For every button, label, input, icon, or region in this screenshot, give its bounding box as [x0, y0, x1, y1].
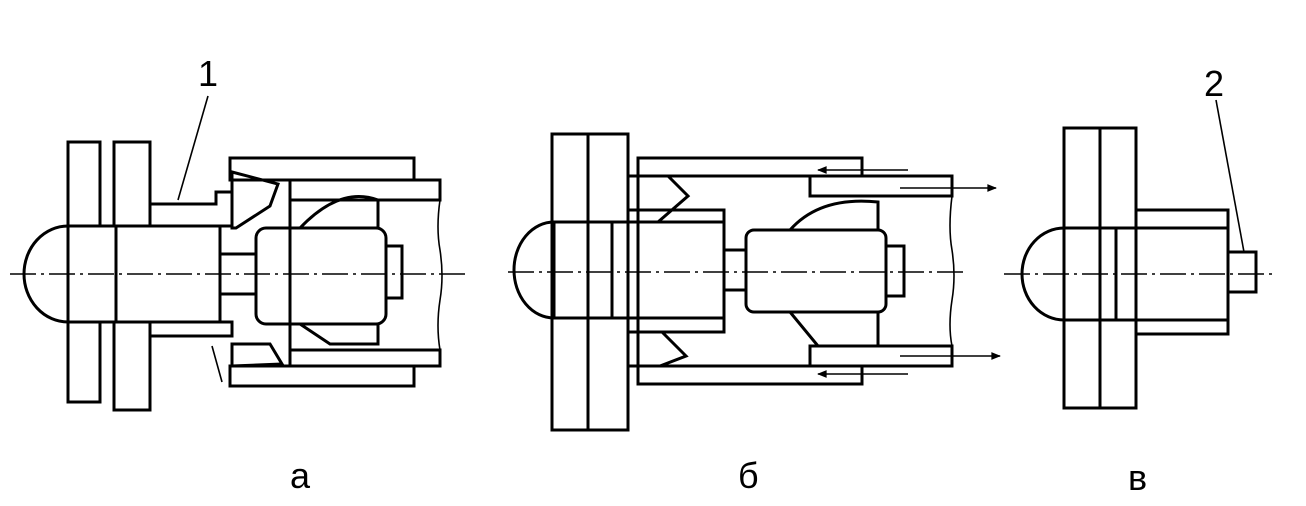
housing-top-bar-a [228, 156, 416, 182]
rivet-head-a [22, 224, 69, 324]
thread-mandrel-a [254, 226, 388, 326]
rivet-head-v [1020, 226, 1065, 322]
thread-tip-a [384, 244, 404, 300]
plate-1-v [1062, 126, 1102, 410]
jaw-top-b [786, 199, 880, 232]
housing-bottom-inner-a [288, 348, 442, 368]
sleeve-bottom-b [626, 316, 726, 334]
housing-break-a [437, 199, 443, 351]
callout-leader-2 [1215, 99, 1245, 253]
subfigure-label-v: в [1128, 457, 1147, 498]
tool-housing-a [230, 156, 442, 388]
view-b [508, 132, 1001, 432]
plate-2-top-a [112, 140, 152, 228]
thread-mandrel-b [744, 228, 888, 314]
callout-leader-1 [177, 95, 209, 201]
housing-top-inner-a [288, 178, 442, 202]
plate-2-v [1098, 126, 1138, 410]
anvil-bottom-b [626, 330, 689, 368]
subfigure-label-b: б [738, 455, 759, 496]
view-v: 2 [1004, 63, 1272, 410]
plate-2-bottom-a [112, 320, 152, 412]
mandrel-stub-v [1226, 250, 1258, 294]
jaw-top-a [296, 195, 380, 230]
housing-top-inner-b [808, 174, 954, 198]
callout-leader-1b [211, 345, 223, 383]
rivet-shank-b [552, 220, 614, 320]
jaw-bottom-a [295, 322, 380, 346]
jaw-bottom-b [786, 310, 880, 348]
view-a: 1 [10, 53, 468, 412]
plate-2-b [586, 132, 630, 432]
sleeve-bottom-a [148, 320, 234, 338]
sleeve-bottom-v [1134, 318, 1230, 336]
housing-bottom-bar-b [636, 364, 864, 386]
plate-1-top-a [66, 140, 102, 228]
callout-label-1: 1 [198, 53, 218, 94]
callout-label-2: 2 [1204, 63, 1224, 104]
rivet-head-b [512, 220, 555, 320]
plate-1-bottom-a [66, 320, 102, 404]
thread-tip-b [884, 244, 906, 298]
plate-1-b [550, 132, 590, 432]
neck-b [722, 248, 748, 292]
anvil-bottom-a [230, 342, 285, 368]
subfigure-label-a: а [290, 455, 311, 496]
anvil-top-b [626, 174, 691, 224]
sleeve-top-b [626, 208, 726, 224]
sleeve-top-a [148, 190, 234, 228]
anvil-top-a [230, 170, 280, 230]
housing-break-b [949, 195, 955, 347]
housing-top-bar-b [636, 156, 864, 178]
sleeve-top-v [1134, 208, 1230, 230]
housing-bottom-bar-a [228, 364, 416, 388]
